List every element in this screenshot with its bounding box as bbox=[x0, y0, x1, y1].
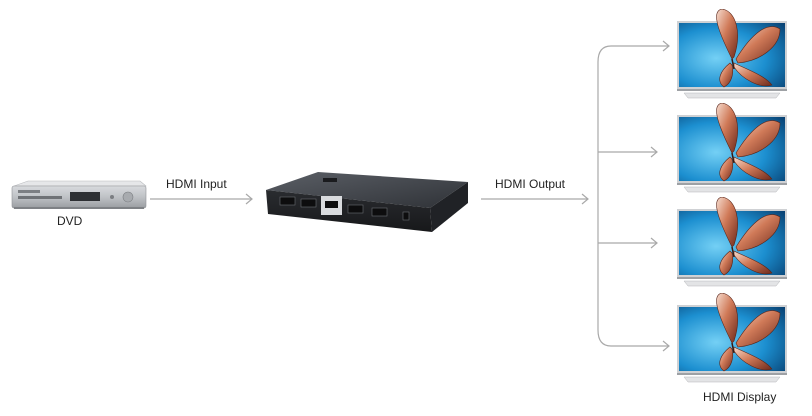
display-1 bbox=[676, 9, 788, 101]
branch-bus bbox=[597, 45, 612, 347]
tv-icon bbox=[677, 197, 787, 287]
tv-icon bbox=[677, 9, 787, 99]
branch-arrowhead-1 bbox=[662, 40, 670, 52]
display-3 bbox=[676, 197, 788, 289]
output-arrowhead bbox=[581, 193, 589, 205]
input-arrowhead bbox=[245, 193, 253, 205]
branch-arrowhead-2 bbox=[650, 146, 658, 158]
hdmi-output-label: HDMI Output bbox=[495, 177, 566, 191]
tv-icon bbox=[677, 103, 787, 193]
tv-icon bbox=[677, 293, 787, 383]
hdmi-input-label: HDMI Input bbox=[166, 177, 227, 191]
branch-arrowhead-3 bbox=[650, 237, 658, 249]
display-2 bbox=[676, 103, 788, 195]
dvd-label: DVD bbox=[57, 214, 83, 228]
display-4 bbox=[676, 293, 788, 385]
branch-arrowhead-4 bbox=[662, 340, 670, 352]
hdmi-display-label: HDMI Display bbox=[703, 390, 777, 404]
